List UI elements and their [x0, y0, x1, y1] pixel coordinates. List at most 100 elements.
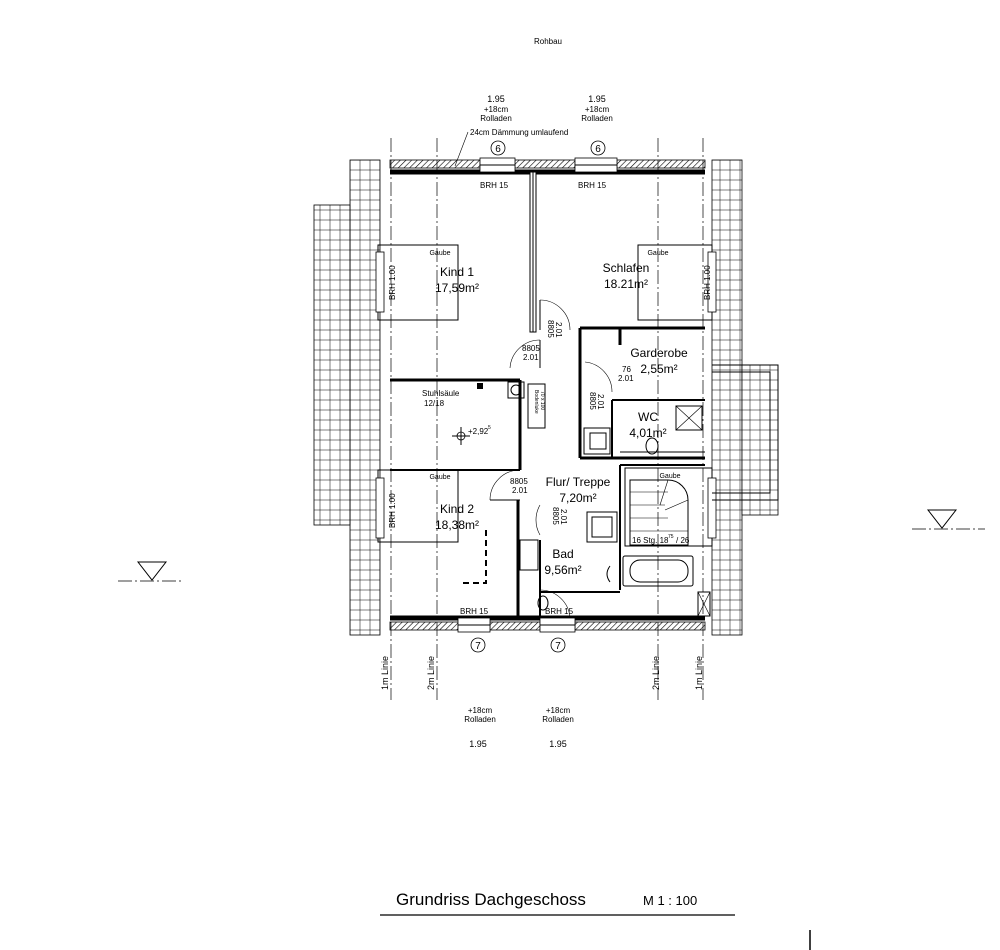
- guide-label: 2m Linie: [651, 656, 661, 690]
- gaube-label: Gaube: [659, 473, 680, 480]
- side-window-label: BRH 1.00: [388, 265, 397, 300]
- insulation-bottom-mid: [489, 621, 541, 631]
- guide-label: 1m Linie: [380, 656, 390, 690]
- right-projection-inner: [712, 371, 771, 494]
- door-size: 8805: [510, 477, 528, 486]
- hatch-label: Bodenluke: [533, 390, 539, 414]
- door-height: 2.01: [618, 374, 634, 383]
- door-height: 2.01: [512, 486, 528, 495]
- door-size: 8805: [522, 344, 540, 353]
- top-window-left-labels: 1.95 +18cm Rolladen: [480, 94, 512, 123]
- stage-label: Rohbau: [534, 37, 562, 46]
- room-area: 17,59m²: [435, 281, 479, 295]
- right-projection: [712, 364, 779, 501]
- room-kind2: Kind 2 18,38m²: [435, 502, 479, 532]
- door-size: 8805: [551, 507, 560, 525]
- dormer-kind2: Gaube BRH 1.00: [375, 469, 459, 543]
- column-stuhlsaeule: Stuhlsäule 12/18: [422, 383, 483, 408]
- plan-scale: M 1 : 100: [643, 893, 697, 908]
- gaube-label: Gaube: [429, 250, 450, 257]
- window-extra: +18cm: [484, 105, 509, 114]
- level-value: +2,92: [468, 427, 489, 436]
- room-name: Kind 2: [440, 502, 474, 516]
- bottom-window-right-labels: +18cm Rolladen 1.95: [542, 706, 574, 749]
- window-number: 7: [475, 641, 481, 652]
- interior-walls: [390, 171, 705, 618]
- door-kind1: 8805 2.01: [509, 339, 541, 369]
- door-height: 2.01: [554, 322, 563, 338]
- stair-sup: 75: [668, 534, 674, 540]
- room-area: 18,38m²: [435, 518, 479, 532]
- stair-tail: / 26: [676, 536, 690, 545]
- roof-guide-lines: [390, 138, 704, 700]
- door-size: 8805: [546, 320, 555, 338]
- window-width: 1.95: [588, 94, 606, 104]
- door-height: 2.01: [596, 394, 605, 410]
- room-area: 18.21m²: [604, 277, 648, 291]
- room-name: Schlafen: [603, 261, 650, 275]
- hatch-size: 70 x 100: [539, 391, 545, 410]
- bottom-window-left-labels: +18cm Rolladen 1.95: [464, 706, 496, 749]
- room-bad: Bad 9,56m²: [544, 547, 581, 577]
- insulation-note: 24cm Dämmung umlaufend: [470, 128, 568, 137]
- door-schlafen: 8805 2.01: [539, 299, 571, 338]
- room-area: 2,55m²: [640, 362, 677, 376]
- insulation-bottom-right: [574, 621, 706, 631]
- kind2-closet-outline: [460, 530, 487, 584]
- bath-fixtures: [519, 511, 711, 617]
- room-schlafen: Schlafen 18.21m²: [603, 261, 650, 291]
- window-sill: BRH 15: [480, 181, 509, 190]
- insulation-top-left: [389, 159, 481, 169]
- room-name: Bad: [552, 547, 573, 561]
- gaube-label: Gaube: [429, 474, 450, 481]
- window-width: 1.95: [469, 739, 487, 749]
- roof-edge-far-right: [741, 364, 779, 516]
- window-shutter: Rolladen: [480, 114, 512, 123]
- window-sill: BRH 15: [578, 181, 607, 190]
- window-top-left: 6 BRH 15: [479, 140, 516, 190]
- door-garderobe: 76 2.01: [618, 365, 634, 383]
- room-area: 9,56m²: [544, 563, 581, 577]
- dormer-schlafen: Gaube BRH 1.00: [637, 244, 717, 321]
- insulation-top-mid: [514, 159, 576, 169]
- roof-edge-right: [711, 159, 743, 636]
- column-label: Stuhlsäule: [422, 389, 460, 398]
- roof-edge-left: [349, 159, 381, 636]
- window-number: 6: [495, 144, 501, 155]
- window-number: 6: [595, 144, 601, 155]
- window-shutter: Rolladen: [542, 715, 574, 724]
- stair-label: 16 Stg. 18: [632, 536, 669, 545]
- insulation-top-right: [616, 159, 706, 169]
- window-bottom-left: 7 BRH 15: [457, 607, 491, 653]
- plan-title: Grundriss Dachgeschoss: [396, 890, 586, 909]
- window-width: 1.95: [487, 94, 505, 104]
- section-marker-left: [118, 561, 182, 582]
- dormer-kind1: Gaube BRH 1.00: [375, 244, 459, 321]
- section-marker-right: [912, 509, 985, 530]
- room-name: Flur/ Treppe: [546, 475, 611, 489]
- guide-labels-right: 2m Linie 1m Linie: [651, 656, 704, 690]
- window-number: 7: [555, 641, 561, 652]
- floor-hatch: Bodenluke 70 x 100: [507, 381, 546, 429]
- dormer-stair: Gaube: [624, 467, 717, 547]
- door-height: 2.01: [523, 353, 539, 362]
- window-extra: +18cm: [585, 105, 610, 114]
- wc-fixtures: [583, 405, 705, 455]
- window-shutter: Rolladen: [464, 715, 496, 724]
- room-name: Kind 1: [440, 265, 474, 279]
- roof-edge-far-left: [313, 204, 351, 526]
- door-size: 76: [622, 365, 631, 374]
- room-flur: Flur/ Treppe 7,20m²: [546, 475, 611, 505]
- level-sup: 5: [488, 425, 491, 431]
- window-sill: BRH 15: [460, 607, 489, 616]
- guide-label: 1m Linie: [694, 656, 704, 690]
- room-area: 4,01m²: [629, 426, 666, 440]
- window-top-right: 6 BRH 15: [574, 140, 618, 190]
- window-extra: +18cm: [468, 706, 493, 715]
- insulation-bottom-left: [389, 621, 459, 631]
- gaube-label: Gaube: [647, 250, 668, 257]
- door-kind2: 8805 2.01: [489, 469, 528, 501]
- window-width: 1.95: [549, 739, 567, 749]
- side-window-label: BRH 1.00: [388, 493, 397, 528]
- top-window-right-labels: 1.95 +18cm Rolladen: [581, 94, 613, 123]
